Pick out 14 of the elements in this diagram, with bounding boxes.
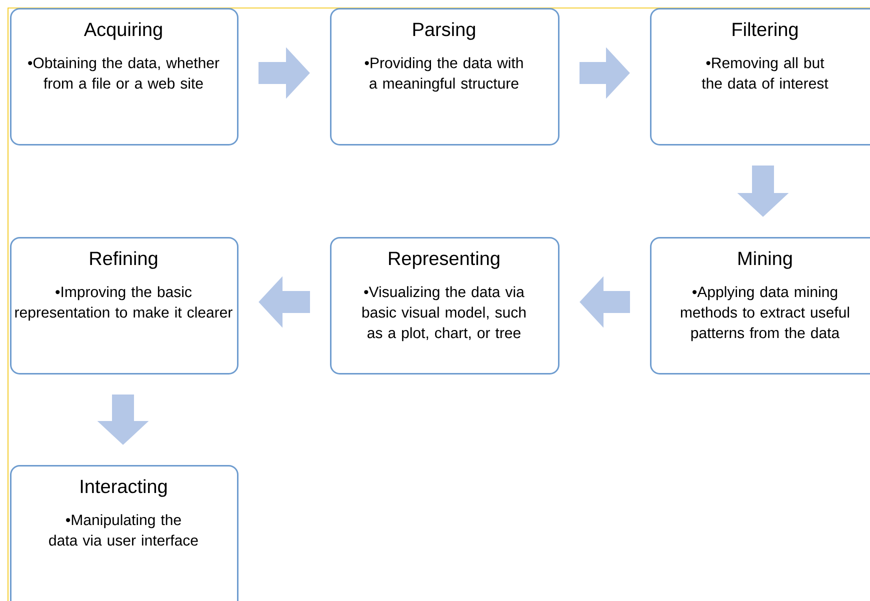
box-description: •Removing all but the data of interest <box>702 57 828 89</box>
box-description: •Applying data mining methods to extract useful patterns from the data <box>680 286 849 342</box>
box-description: •Obtaining the data, whether from a file or a web site <box>28 57 220 89</box>
box-heading: Mining <box>738 251 792 269</box>
box-heading: Representing <box>389 251 500 269</box>
box-description: •Visualizing the data via basic visual model, such as a plot, chart, or tree <box>362 286 526 342</box>
box-heading: Parsing <box>413 22 475 40</box>
box-description: •Manipulating the data via user interface <box>49 514 198 546</box>
box-heading: Acquiring <box>84 22 162 40</box>
box-description: •Improving the basic representation to make it clearer <box>15 286 232 321</box>
box-heading: Interacting <box>80 479 167 497</box>
box-heading: Filtering <box>732 22 798 40</box>
box-heading: Refining <box>90 251 158 269</box>
box-description: •Providing the data with a meaningful structure <box>364 57 523 92</box>
